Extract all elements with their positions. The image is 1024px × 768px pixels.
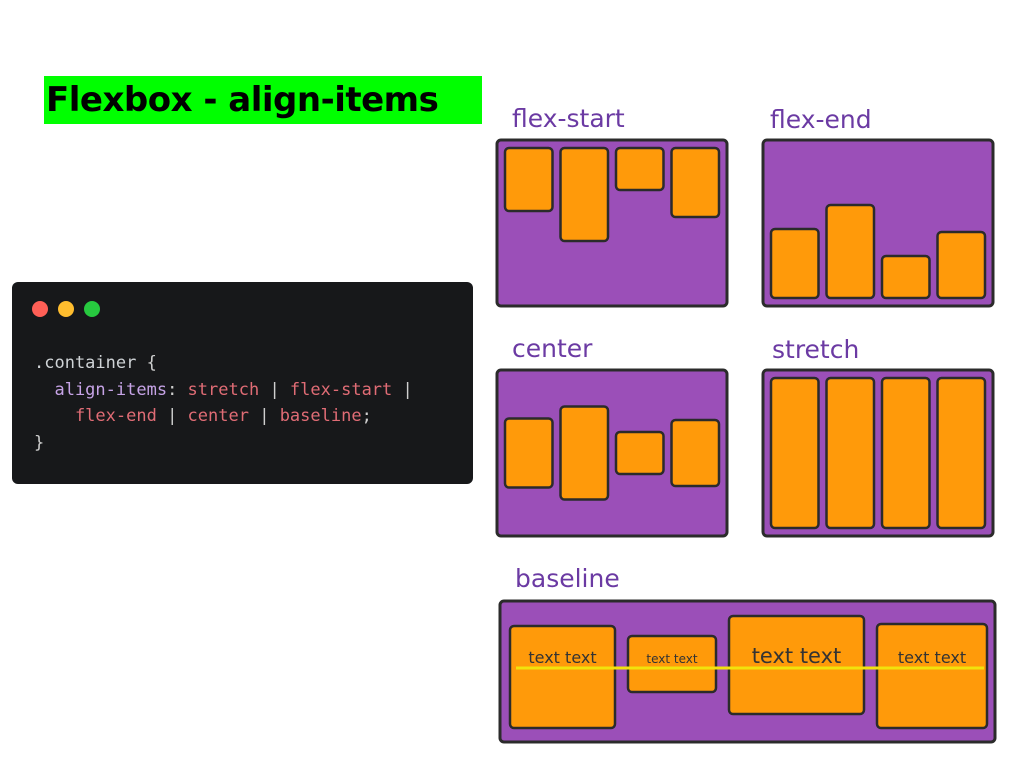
- code-token: center: [187, 406, 249, 426]
- flex-container: [495, 138, 729, 308]
- flex-item: [503, 417, 554, 489]
- flex-item: [626, 634, 718, 694]
- code-token: |: [392, 379, 413, 400]
- flex-item: [670, 418, 721, 488]
- flex-item: [727, 614, 866, 716]
- flex-item: [614, 430, 665, 476]
- flex-item: [670, 146, 721, 219]
- window-minimize-dot: [58, 301, 74, 317]
- code-token: |: [156, 406, 188, 426]
- panel-label: flex-start: [512, 104, 625, 133]
- code-line: }: [34, 430, 413, 457]
- panel-label: center: [512, 334, 593, 363]
- item-text: text text: [752, 644, 842, 668]
- panel-label: stretch: [772, 335, 859, 364]
- flex-item: [503, 146, 554, 213]
- flex-item: [936, 376, 987, 530]
- code-token: ;: [361, 406, 372, 426]
- flex-item: [875, 622, 989, 730]
- code-token: :: [167, 379, 188, 400]
- flex-item: [936, 230, 987, 300]
- code-line: .container {: [34, 350, 413, 377]
- flex-item: [559, 146, 610, 243]
- panel-label: baseline: [515, 564, 620, 593]
- panel-label: flex-end: [770, 105, 872, 134]
- flex-item: [508, 624, 617, 730]
- panel-center: center: [495, 334, 729, 538]
- code-token: |: [259, 379, 290, 400]
- code-token: align-items: [34, 379, 168, 400]
- code-token: stretch: [187, 379, 260, 400]
- item-text: text text: [898, 648, 966, 667]
- flex-item: [769, 227, 820, 300]
- code-token: |: [248, 406, 280, 426]
- code-token: .container: [34, 353, 147, 373]
- item-text: text text: [528, 648, 596, 667]
- window-maximize-dot: [84, 301, 100, 317]
- flex-container: [761, 138, 995, 308]
- flex-item: [614, 146, 665, 192]
- panel-flex-end: flex-end: [761, 105, 995, 308]
- code-line: flex-end | center | baseline;: [34, 403, 413, 430]
- flex-item: [825, 203, 876, 300]
- code-token: }: [34, 432, 45, 453]
- flex-item: [880, 376, 931, 530]
- flex-container: [495, 368, 729, 538]
- page-title: Flexbox - align-items: [44, 76, 482, 124]
- code-token: flex-end: [34, 406, 157, 426]
- panel-stretch: stretch: [761, 335, 995, 538]
- css-code-block: .container { align-items: stretch | flex…: [34, 350, 413, 456]
- flex-item: [825, 376, 876, 530]
- panel-flex-start: flex-start: [495, 104, 729, 308]
- flex-item: [559, 405, 610, 501]
- flex-container: [761, 368, 995, 538]
- flex-item: [769, 376, 820, 530]
- window-close-dot: [32, 301, 48, 317]
- code-line: align-items: stretch | flex-start |: [34, 377, 413, 404]
- code-token: {: [146, 353, 157, 373]
- code-token: baseline: [279, 406, 362, 426]
- flex-item: [880, 254, 931, 300]
- panel-baseline: baseline text text text text text text text …: [498, 564, 997, 744]
- code-token: flex-start: [289, 379, 393, 400]
- item-text: text text: [646, 652, 697, 666]
